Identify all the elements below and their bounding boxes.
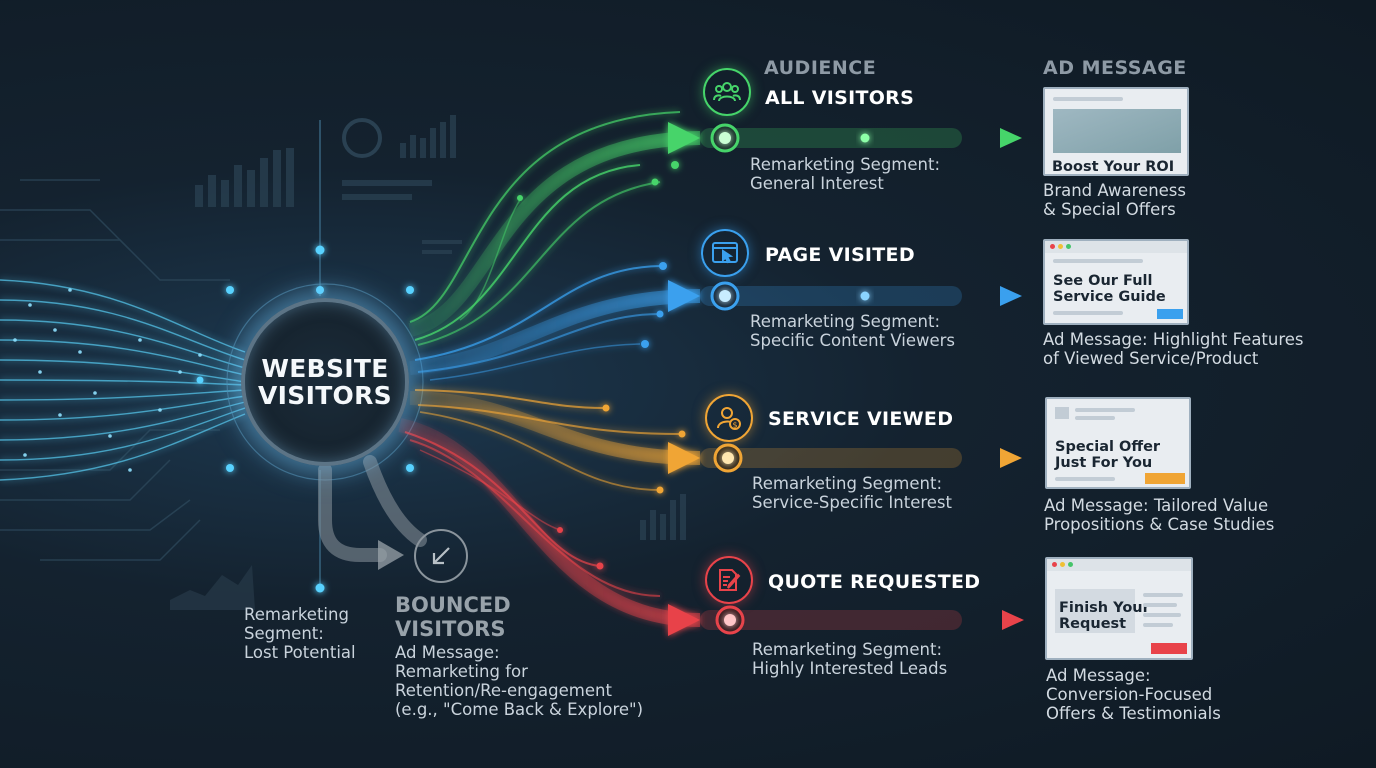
ad-message-all-visitors: Brand Awareness & Special Offers [1043, 181, 1186, 219]
audience-title-page-visited: PAGE VISITED [765, 244, 915, 266]
audience-header: AUDIENCE [764, 57, 877, 79]
faint-charts [195, 115, 686, 540]
ad-card-text: Finish Your Request [1059, 600, 1150, 632]
lane-blue [668, 280, 1022, 312]
ad-card-finish-request: Finish Your Request [1045, 557, 1193, 660]
flow-green [408, 111, 701, 346]
ad-message-header: AD MESSAGE [1043, 57, 1187, 79]
ad-card-text: See Our Full Service Guide [1053, 273, 1166, 305]
ad-card-service-guide: See Our Full Service Guide [1043, 239, 1189, 325]
browser-cursor-icon [701, 229, 749, 277]
lane-orange [668, 442, 1022, 474]
flow-red [398, 418, 701, 627]
circuit-lines [0, 179, 230, 561]
bounced-visitors-title: BOUNCED VISITORS [395, 593, 511, 641]
ad-card-text: Special Offer Just For You [1055, 439, 1161, 471]
segment-text-all-visitors: Remarketing Segment: General Interest [750, 155, 940, 193]
users-icon [703, 68, 751, 116]
lane-green [668, 122, 1022, 154]
bounced-arrow [318, 455, 427, 562]
ad-card-special-offer: Special Offer Just For You [1045, 397, 1191, 489]
user-dollar-icon: $ [705, 394, 753, 442]
data-stream [0, 279, 246, 481]
hub-label: WEBSITE VISITORS [258, 354, 392, 410]
ad-message-quote-requested: Ad Message: Conversion-Focused Offers & … [1046, 666, 1221, 723]
ad-card-boost-roi: Boost Your ROI [1043, 87, 1189, 176]
flow-orange [409, 389, 701, 491]
audience-title-service-viewed: SERVICE VIEWED [768, 408, 954, 430]
audience-title-quote-requested: QUOTE REQUESTED [768, 571, 981, 593]
segment-text-quote-requested: Remarketing Segment: Highly Interested L… [752, 640, 948, 678]
segment-text-bounced: Remarketing Segment: Lost Potential [244, 605, 356, 662]
ad-card-text: Boost Your ROI [1052, 159, 1175, 175]
ad-message-bounced: Ad Message: Remarketing for Retention/Re… [395, 643, 644, 719]
data-stream-dots [13, 288, 202, 472]
segment-text-page-visited: Remarketing Segment: Specific Content Vi… [750, 312, 956, 350]
segment-text-service-viewed: Remarketing Segment: Service-Specific In… [752, 474, 952, 512]
document-pen-icon [705, 556, 753, 604]
ad-message-page-visited: Ad Message: Highlight Features of Viewed… [1043, 330, 1304, 368]
lane-red [668, 604, 1024, 636]
audience-title-all-visitors: ALL VISITORS [765, 87, 915, 109]
exit-arrow-icon [414, 529, 468, 583]
ad-message-service-viewed: Ad Message: Tailored Value Propositions … [1044, 496, 1275, 534]
flow-blue [409, 265, 701, 381]
svg-text:$: $ [732, 421, 737, 430]
website-visitors-hub: WEBSITE VISITORS [241, 298, 409, 466]
